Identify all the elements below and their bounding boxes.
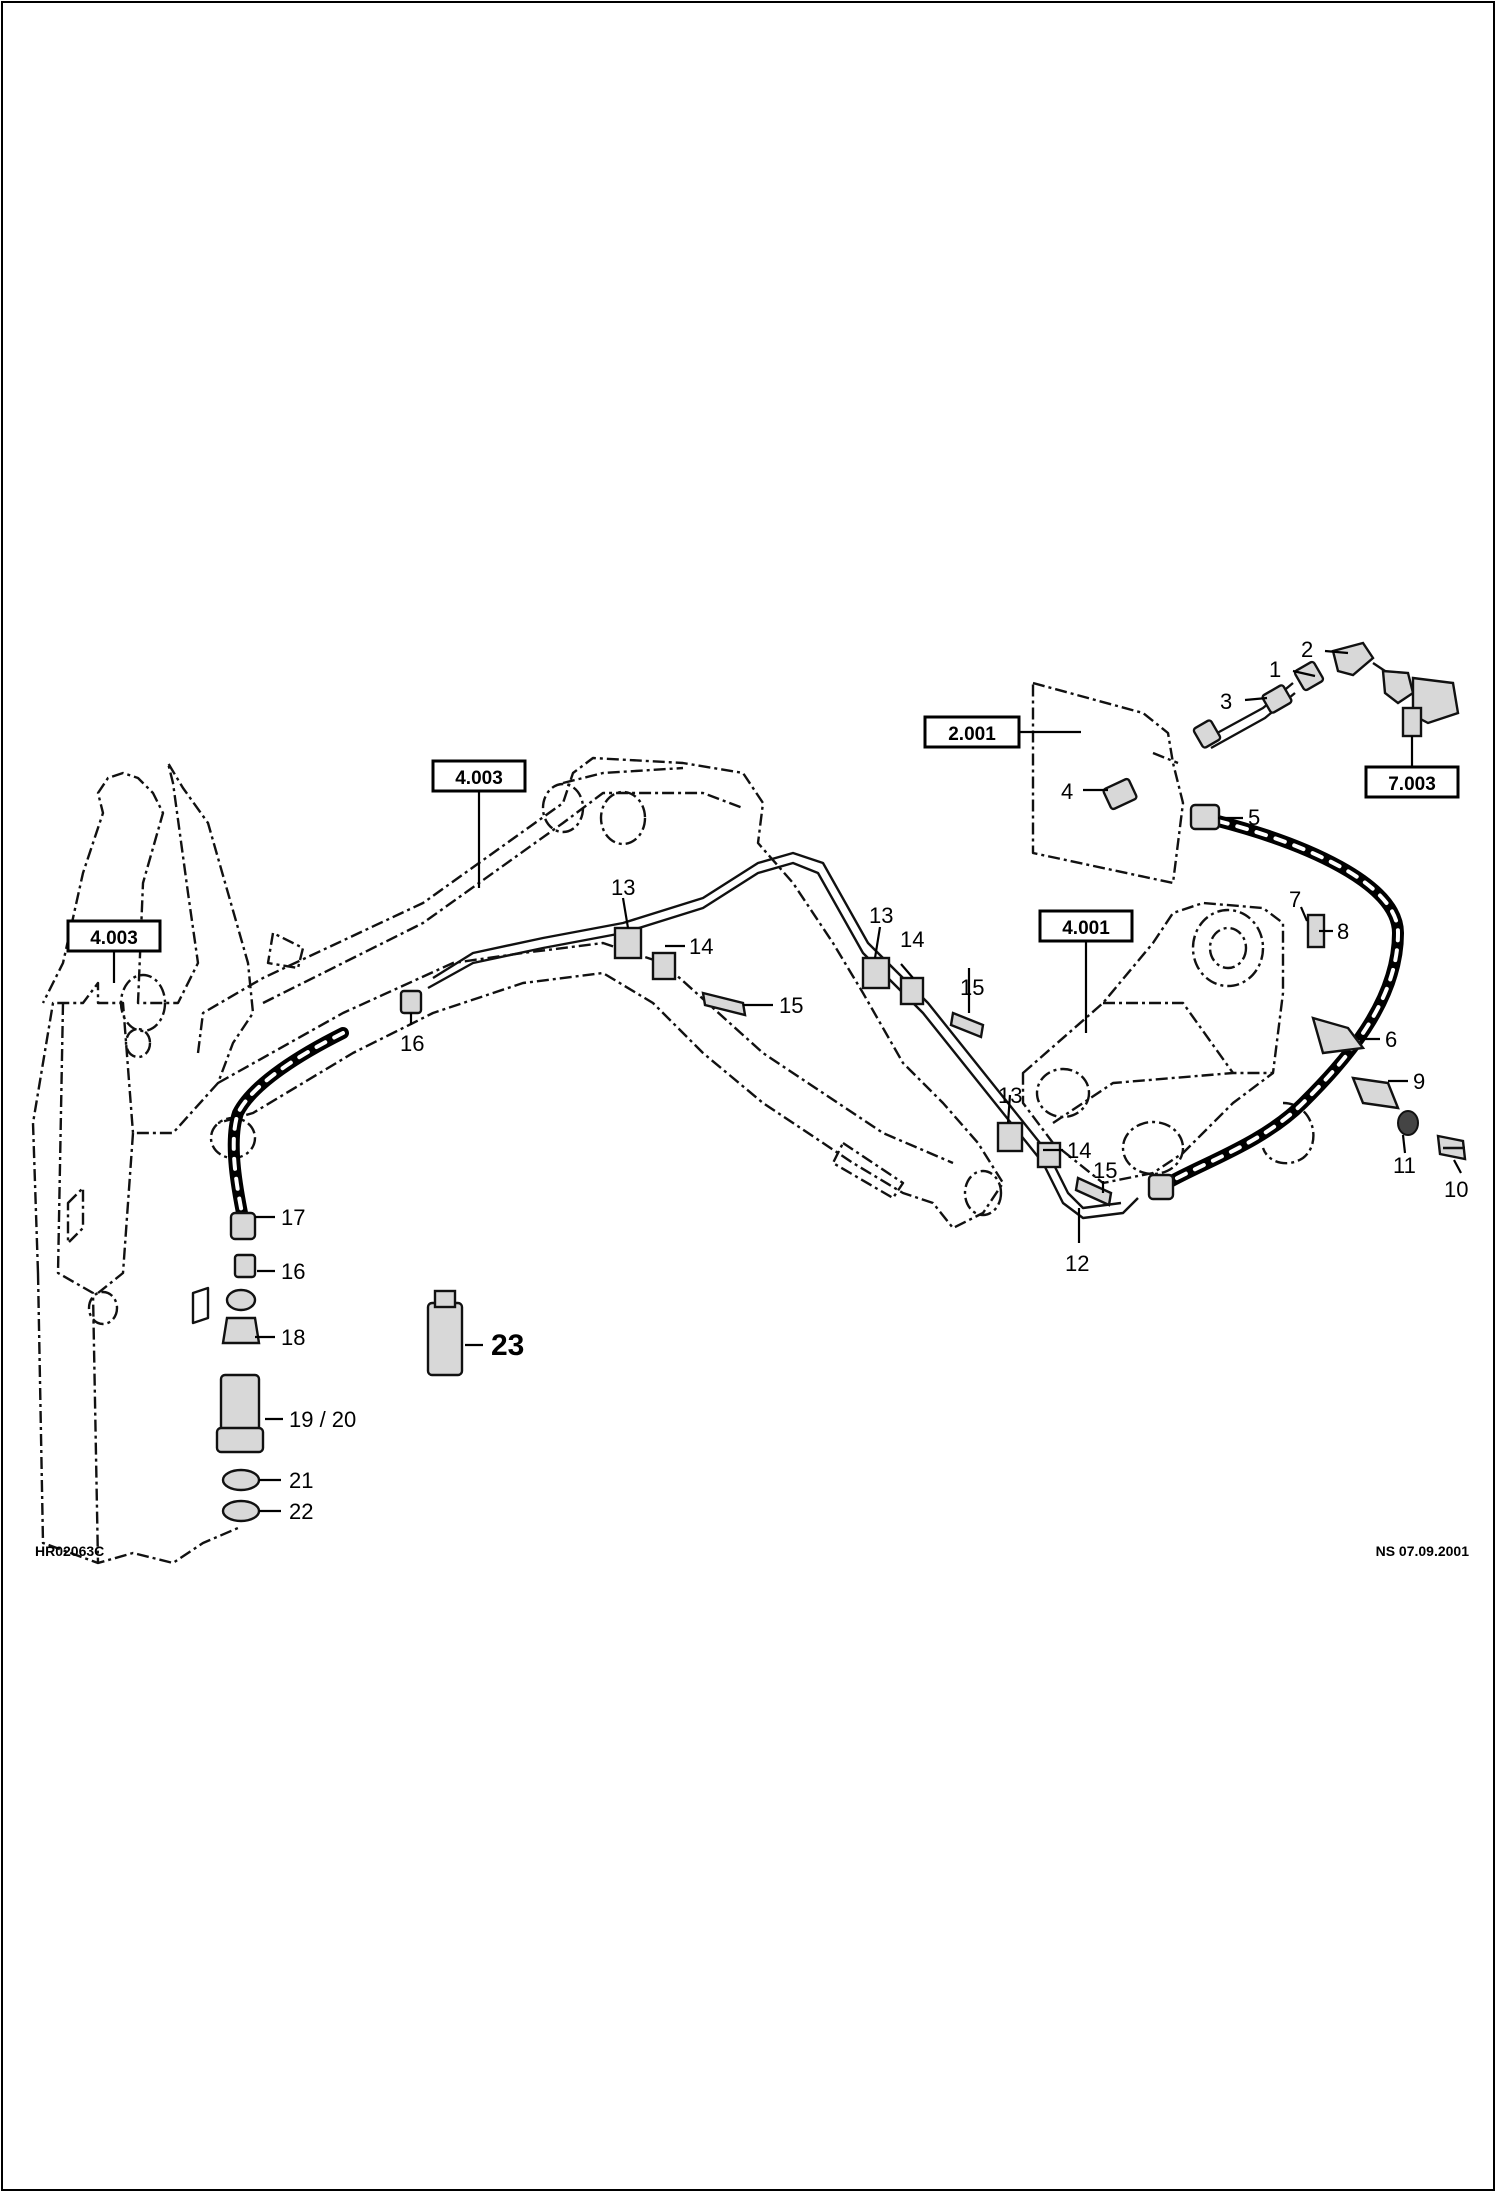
callout-5: 5 <box>1248 805 1260 830</box>
callout-13c: 13 <box>998 1083 1022 1108</box>
hydraulic-line-exploded-diagram: 4.003 4.003 2.001 7.003 4.001 <box>31 637 1470 1565</box>
callout-13a: 13 <box>611 875 635 900</box>
callout-19-20: 19 / 20 <box>289 1407 356 1432</box>
ref-label: 4.003 <box>90 928 138 949</box>
boom-hose <box>227 1027 349 1241</box>
callout-22: 22 <box>289 1499 313 1524</box>
callout-7: 7 <box>1289 887 1301 912</box>
ref-2001: 2.001 <box>923 715 1081 749</box>
revision-stamp: NS 07.09.2001 <box>1376 1543 1470 1559</box>
callout-15c: 15 <box>1093 1158 1117 1183</box>
ref-label: 2.001 <box>948 724 996 745</box>
arm-outline <box>196 756 1005 1230</box>
ref-4001: 4.001 <box>1038 909 1134 1033</box>
bracket-hose <box>1147 803 1405 1201</box>
mounting-plate-outline <box>1031 681 1185 885</box>
hardware-parts <box>191 777 1467 1523</box>
callout-16b: 16 <box>281 1259 305 1284</box>
drawing-code: HR02063C <box>35 1543 104 1559</box>
callout-8: 8 <box>1337 919 1349 944</box>
callout-leaders <box>255 649 1462 1513</box>
boom-base-outline <box>31 761 255 1565</box>
callout-13b: 13 <box>869 903 893 928</box>
callout-23: 23 <box>491 1329 524 1362</box>
callout-17: 17 <box>281 1205 305 1230</box>
ref-4003-left: 4.003 <box>66 919 162 983</box>
callout-16a: 16 <box>400 1031 424 1056</box>
callout-12: 12 <box>1065 1251 1089 1276</box>
callout-3: 3 <box>1220 689 1232 714</box>
callout-15b: 15 <box>960 975 984 1000</box>
callout-11: 11 <box>1393 1153 1416 1178</box>
callout-14a: 14 <box>689 934 713 959</box>
callout-2: 2 <box>1301 637 1313 662</box>
callout-1: 1 <box>1269 657 1281 682</box>
callout-6: 6 <box>1385 1027 1397 1052</box>
ref-7003: 7.003 <box>1364 736 1460 799</box>
callout-4: 4 <box>1061 779 1073 804</box>
callout-9: 9 <box>1413 1069 1425 1094</box>
callout-10: 10 <box>1444 1177 1468 1202</box>
callout-15a: 15 <box>779 993 803 1018</box>
top-fittings <box>1192 641 1460 750</box>
ref-label: 7.003 <box>1388 774 1436 795</box>
ref-label: 4.003 <box>455 768 503 789</box>
swing-bracket-outline <box>1021 901 1315 1185</box>
callout-21: 21 <box>289 1468 313 1493</box>
ref-label: 4.001 <box>1062 918 1110 939</box>
callout-labels: 1 2 3 4 5 6 7 8 9 10 11 12 13 13 13 14 1… <box>281 637 1468 1524</box>
callout-14b: 14 <box>900 927 924 952</box>
callout-14c: 14 <box>1067 1138 1091 1163</box>
rigid-pipe <box>427 851 1139 1220</box>
callout-18: 18 <box>281 1325 305 1350</box>
ref-4003-upper: 4.003 <box>431 759 527 888</box>
